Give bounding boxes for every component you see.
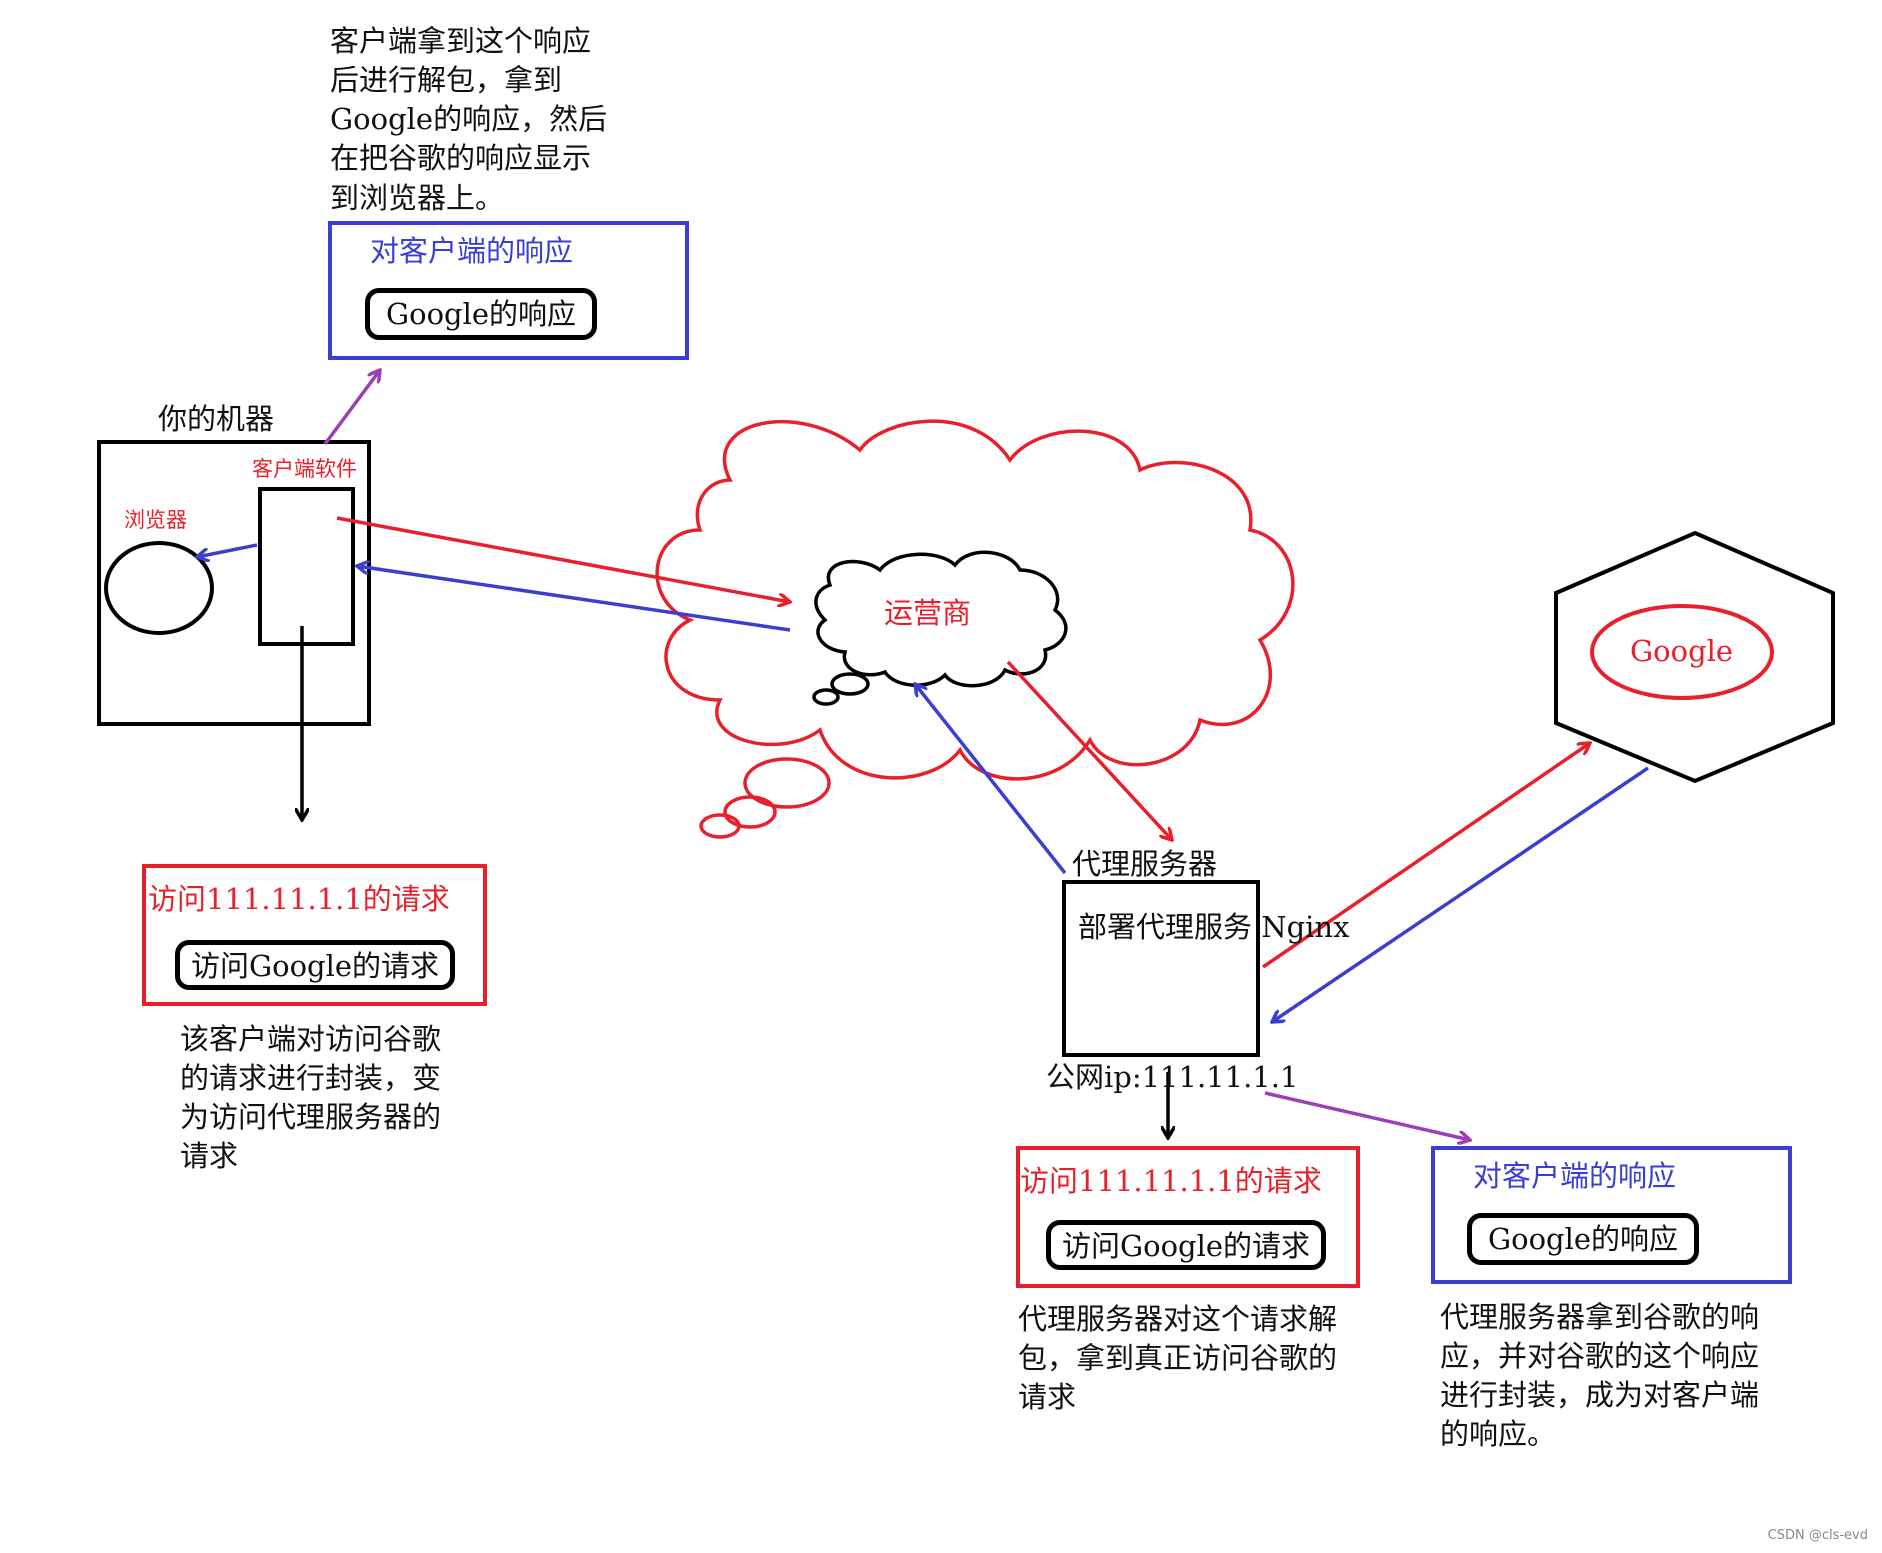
arrow-software-to-response — [323, 370, 380, 446]
machine-title: 你的机器 — [158, 402, 275, 436]
isp-label: 运营商 — [884, 596, 972, 630]
proxy-title: 代理服务器 — [1072, 847, 1218, 881]
client-software-label: 客户端软件 — [252, 457, 357, 481]
isp-cloud-bubble-3 — [699, 813, 741, 839]
arrow-proxy-to-isp — [915, 684, 1067, 875]
client-software-box — [258, 487, 355, 646]
isp-cloud-bubble-2 — [723, 795, 777, 829]
browser-circle — [104, 541, 214, 635]
proxy-server-box — [1062, 880, 1260, 1057]
machine-box — [97, 440, 371, 726]
proxy-response-box — [1431, 1146, 1792, 1284]
proxy-body: 部署代理服务 Nginx — [1078, 910, 1350, 944]
isp-inner-bubble-1 — [830, 672, 870, 696]
proxy-response-note: 代理服务器拿到谷歌的响 应，并对谷歌的这个响应 进行封装，成为对客户端 的响应。 — [1440, 1300, 1760, 1452]
google-hexagon — [1554, 530, 1835, 784]
watermark: CSDN @cls-evd — [1767, 1528, 1868, 1543]
arrow-proxy-to-google — [1262, 743, 1590, 969]
client-response-inner: Google的响应 — [365, 288, 597, 340]
client-request-inner: 访问Google的请求 — [175, 940, 455, 990]
google-ellipse — [1590, 604, 1774, 700]
client-response-title: 对客户端的响应 — [370, 234, 574, 268]
client-note: 客户端拿到这个响应 后进行解包，拿到 Google的响应，然后 在把谷歌的响应显… — [330, 24, 608, 215]
client-request-title: 访问111.11.1.1的请求 — [148, 882, 450, 916]
proxy-ip: 公网ip:111.11.1.1 — [1046, 1060, 1299, 1094]
client-request-box — [142, 864, 487, 1006]
arrow-proxy-to-response — [1264, 1091, 1470, 1140]
client-request-note: 该客户端对访问谷歌 的请求进行封装，变 为访问代理服务器的 请求 — [180, 1022, 442, 1174]
arrow-software-to-browser — [197, 543, 258, 557]
client-response-box — [328, 221, 689, 360]
isp-cloud-bubble-1 — [743, 757, 831, 809]
arrow-isp-to-proxy — [1006, 660, 1172, 840]
browser-label: 浏览器 — [124, 508, 187, 532]
proxy-request-title: 访问111.11.1.1的请求 — [1020, 1164, 1322, 1198]
google-label: Google — [1630, 634, 1734, 668]
proxy-request-note: 代理服务器对这个请求解 包，拿到真正访问谷歌的 请求 — [1018, 1302, 1338, 1415]
proxy-response-inner: Google的响应 — [1467, 1213, 1699, 1265]
isp-inner-bubble-2 — [812, 688, 840, 706]
arrow-client-to-isp — [336, 516, 790, 602]
arrow-google-to-proxy — [1272, 766, 1649, 1022]
isp-cloud-inner — [814, 550, 1068, 688]
proxy-request-box — [1016, 1146, 1360, 1288]
arrow-isp-to-client — [357, 566, 791, 632]
proxy-response-title: 对客户端的响应 — [1473, 1159, 1677, 1193]
isp-cloud-outer — [655, 419, 1295, 781]
proxy-request-inner: 访问Google的请求 — [1046, 1220, 1326, 1270]
